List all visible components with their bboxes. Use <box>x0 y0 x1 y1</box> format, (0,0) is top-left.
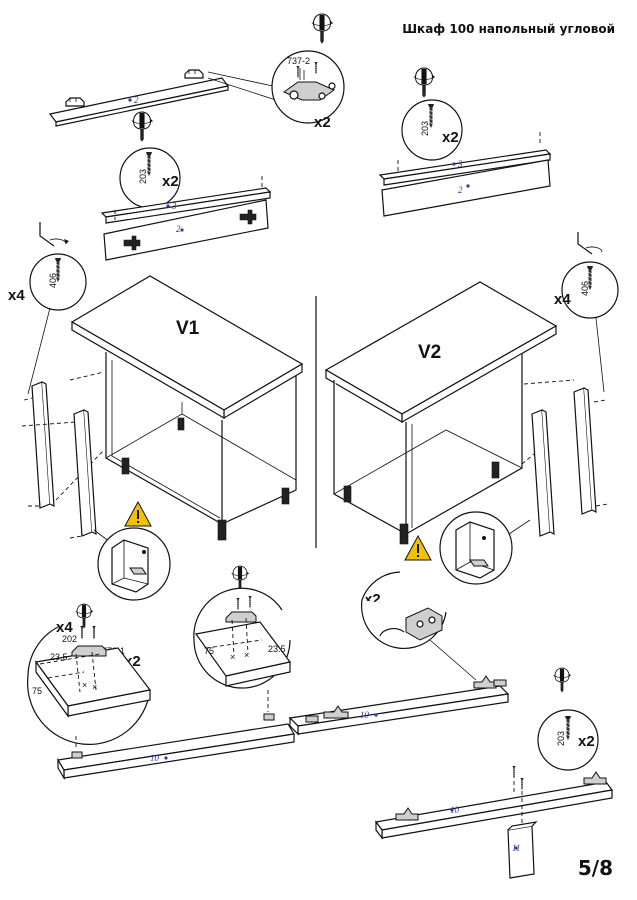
multiplier-x2-f: x2 <box>578 733 595 750</box>
panel-2-right <box>381 159 551 217</box>
fastener-406-label-right: 406 <box>580 281 590 296</box>
part-2-label-left: 2 <box>176 224 181 234</box>
top-left-assembly: 2 737-2 x2 <box>48 13 345 131</box>
page-number: 5/8 <box>577 856 613 880</box>
dim-23-5-left: 23.5 <box>50 652 68 662</box>
dim-23-5-mid: 23.5 <box>268 644 286 654</box>
panel-2-left <box>103 199 269 261</box>
cabinet-v1: V1 <box>55 275 304 541</box>
part-2-label-top: 2 <box>134 95 139 105</box>
part-3-label-right: 3 <box>457 159 463 169</box>
hex-key-icon <box>39 222 55 247</box>
screwdriver-icon <box>413 67 436 99</box>
multiplier-x4-bottom: x4 <box>56 619 73 636</box>
part-10-label-right: 10 <box>450 805 460 815</box>
multiplier-x4-left: x4 <box>8 287 25 304</box>
right-hex-key-detail: 406 x4 <box>554 232 619 393</box>
multiplier-x2-b: x2 <box>162 173 179 190</box>
screwdriver-icon <box>553 667 572 693</box>
part-10-label-left: 10 <box>150 753 160 763</box>
cabinet-v2: V2 <box>324 281 575 545</box>
bottom-right-assembly: 203 x2 10 11 <box>374 667 614 879</box>
connector-icon <box>129 567 147 575</box>
warning-icon <box>404 534 432 561</box>
top-left-panel-pair: 203 x2 3 2 <box>100 111 272 261</box>
fastener-203-label-left: 203 <box>138 169 148 184</box>
part-10-label-mid: 10 <box>360 710 370 720</box>
top-right-panel-pair: 203 x2 3 2 <box>378 67 552 217</box>
svg-text:×: × <box>92 682 97 692</box>
screwdriver-icon <box>311 13 334 45</box>
multiplier-x4-right: x4 <box>554 291 571 308</box>
detail-circle-203-right <box>401 99 463 161</box>
dim-75-mid: 75 <box>204 646 214 656</box>
bottom-mid-detail: 75 23.5 × × <box>193 565 292 712</box>
bottom-left-assembly: x4 202 770-1 x2 23.5 75 × × 10 <box>27 603 295 781</box>
variant-v1-label: V1 <box>176 318 200 339</box>
fastener-202-label: 202 <box>62 634 77 644</box>
left-hex-key-detail: 406 x4 <box>8 222 87 395</box>
multiplier-x2-a: x2 <box>314 114 331 131</box>
hex-key-icon <box>577 232 593 255</box>
connector-icon <box>469 559 489 567</box>
page-title: Шкаф 100 напольный угловой <box>402 22 615 36</box>
dim-75-left: 75 <box>32 686 42 696</box>
multiplier-x2-c: x2 <box>442 129 459 146</box>
part-3-label-left: 3 <box>171 201 177 211</box>
fastener-737-label: 737-2 <box>287 56 310 66</box>
fastener-406-label-left: 406 <box>48 273 58 288</box>
screwdriver-icon <box>75 603 94 629</box>
variant-v2-label: V2 <box>418 342 441 363</box>
bottom-mid-right-assembly: x2 770-2 10 <box>288 571 510 736</box>
screwdriver-icon <box>231 565 250 591</box>
svg-text:×: × <box>82 680 87 690</box>
svg-text:×: × <box>244 650 249 660</box>
svg-text:×: × <box>230 652 235 662</box>
warning-icon <box>124 500 152 527</box>
right-side-rails <box>505 387 609 537</box>
part-11-label: 11 <box>512 843 520 853</box>
fastener-203-label-bottom: 203 <box>556 731 566 746</box>
screwdriver-icon <box>131 111 154 143</box>
left-side-rails <box>21 381 119 549</box>
part-2-label-right: 2 <box>458 185 463 195</box>
fastener-203-label-right: 203 <box>420 121 430 136</box>
